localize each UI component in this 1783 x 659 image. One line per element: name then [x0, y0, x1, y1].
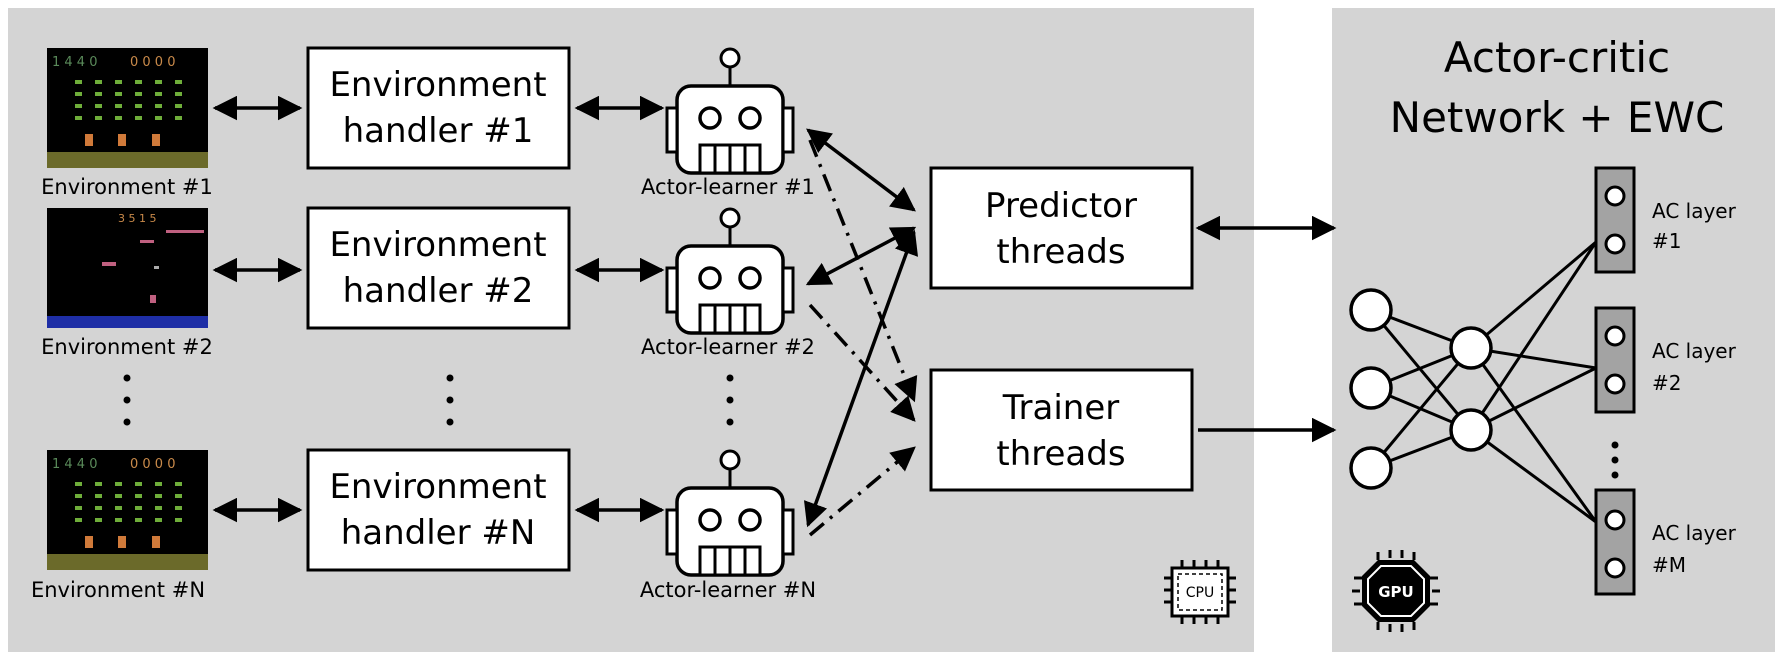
- trainer-threads-box: Trainer threads: [929, 368, 1194, 492]
- environment-label-n: Environment #N: [31, 578, 205, 602]
- ac-layer-1: AC layer #1: [1594, 166, 1737, 274]
- svg-text:threads: threads: [996, 232, 1125, 272]
- svg-text:Trainer: Trainer: [1002, 388, 1119, 428]
- svg-text:Environment: Environment: [329, 225, 546, 265]
- svg-text:Predictor: Predictor: [985, 186, 1137, 226]
- robot-icon: [665, 207, 795, 335]
- svg-text:0 0 0 0: 0 0 0 0: [130, 457, 175, 472]
- svg-text:0 0 0 0: 0 0 0 0: [130, 55, 175, 70]
- network-title-line2: Network + EWC: [1390, 93, 1725, 142]
- connection-arrows: [212, 95, 1337, 537]
- svg-text:3 5 1 5: 3 5 1 5: [118, 212, 156, 225]
- environment-handler-1: Environment handler #1: [306, 46, 571, 170]
- svg-text:1 4 4 0: 1 4 4 0: [52, 55, 97, 70]
- svg-text:AC layer: AC layer: [1652, 521, 1737, 545]
- svg-text:CPU: CPU: [1186, 585, 1214, 601]
- actor-learner-label-1: Actor-learner #1: [641, 175, 815, 199]
- svg-text:AC layer: AC layer: [1652, 339, 1737, 363]
- svg-text:#2: #2: [1652, 371, 1681, 395]
- environment-screen-n: 1 4 4 0 0 0 0 0: [47, 450, 208, 570]
- svg-text:AC layer: AC layer: [1652, 199, 1737, 223]
- svg-text:handler #1: handler #1: [343, 111, 534, 151]
- network-title-line1: Actor-critic: [1444, 33, 1670, 82]
- svg-text:#M: #M: [1652, 553, 1686, 577]
- actor-learner-label-2: Actor-learner #2: [641, 335, 815, 359]
- svg-text:Environment: Environment: [329, 65, 546, 105]
- ellipsis-dots-icon: [123, 374, 1619, 479]
- actor-learner-label-n: Actor-learner #N: [640, 578, 816, 602]
- ac-layer-m: AC layer #M: [1594, 488, 1737, 596]
- svg-text:Environment: Environment: [329, 467, 546, 507]
- svg-text:#1: #1: [1652, 229, 1681, 253]
- ac-layer-2: AC layer #2: [1594, 306, 1737, 414]
- robot-icon: [665, 47, 795, 175]
- cpu-chip-icon: CPU: [1164, 560, 1236, 624]
- environment-screen-2: 3 5 1 5: [47, 208, 208, 328]
- gpu-chip-icon: GPU: [1352, 550, 1440, 632]
- network-hidden-nodes: [1449, 326, 1493, 452]
- gpu-panel: [1332, 8, 1775, 652]
- environment-label-2: Environment #2: [41, 335, 213, 359]
- robot-icon: [665, 449, 795, 577]
- environment-screen-1: 1 4 4 0 0 0 0 0: [47, 48, 208, 168]
- environment-handler-2: Environment handler #2: [306, 206, 571, 330]
- environment-handler-n: Environment handler #N: [306, 448, 571, 572]
- svg-text:threads: threads: [996, 434, 1125, 474]
- svg-text:1 4 4 0: 1 4 4 0: [52, 457, 97, 472]
- environment-label-1: Environment #1: [41, 175, 213, 199]
- svg-text:handler #2: handler #2: [343, 271, 534, 311]
- svg-text:GPU: GPU: [1378, 583, 1414, 601]
- svg-text:handler #N: handler #N: [341, 513, 536, 553]
- predictor-threads-box: Predictor threads: [929, 166, 1194, 290]
- network-input-nodes: [1349, 288, 1393, 490]
